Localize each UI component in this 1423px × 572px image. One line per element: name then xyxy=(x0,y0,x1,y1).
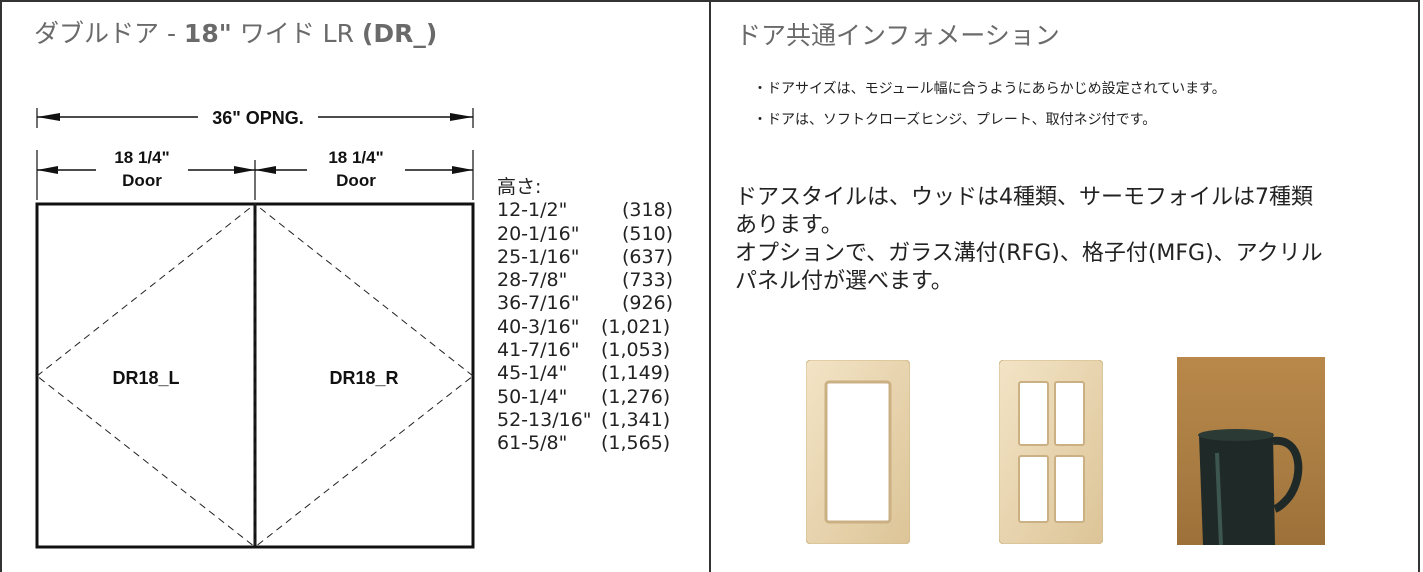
door-l-arrow-a xyxy=(37,166,58,174)
arrow-left xyxy=(37,113,60,121)
height-inch: 12-1/2" xyxy=(497,199,568,222)
height-row: 52-13/16" (1,341) xyxy=(497,408,670,432)
height-inch: 25-1/16" xyxy=(497,245,580,268)
info-bullets: ・ドアサイズは、モジュール幅に合うようにあらかじめ設定されています。 ・ドアは、… xyxy=(753,74,1226,136)
door-r-arrow-a xyxy=(255,166,276,174)
height-row: 40-3/16" (1,021) xyxy=(497,315,670,339)
height-mm: (1,341) xyxy=(601,408,671,431)
height-mm: (733) xyxy=(622,269,674,292)
height-row: 28-7/8" (733) xyxy=(497,269,673,292)
height-inch: 45-1/4" xyxy=(497,362,568,385)
height-inch: 61-5/8" xyxy=(497,432,568,455)
heights-label: 高さ: xyxy=(497,176,542,198)
height-inch: 20-1/16" xyxy=(497,222,580,245)
door-r-arrow-b xyxy=(452,166,473,174)
height-mm: (1,276) xyxy=(601,385,671,408)
height-inch: 28-7/8" xyxy=(497,269,568,292)
heights-list: 高さ: 12-1/2" (318) 20-1/16" (510) 25-1/16" (… xyxy=(497,176,673,456)
height-row: 45-1/4" (1,149) xyxy=(497,362,670,385)
bullet-item: ・ドアは、ソフトクローズヒンジ、プレート、取付ネジ付です。 xyxy=(753,112,1157,128)
opening-label: 36" OPNG. xyxy=(212,108,304,128)
title-size: 18" xyxy=(183,19,232,48)
height-row: 61-5/8" (1,565) xyxy=(497,432,670,455)
door-right-width: 18 1/4" xyxy=(328,148,383,167)
door-right-code: DR18_R xyxy=(329,368,398,388)
height-mm: (926) xyxy=(622,292,674,315)
height-row: 12-1/2" (318) xyxy=(497,199,673,222)
column-divider xyxy=(709,0,711,572)
title-prefix: ダブルドア - xyxy=(34,19,184,48)
acrylic-panel-door-image xyxy=(1177,357,1325,545)
height-inch: 36-7/16" xyxy=(497,292,580,315)
description-line: パネル付が選べます。 xyxy=(735,269,953,294)
door-l-arrow-b xyxy=(234,166,255,174)
left-panel-title: ダブルドア - 18" ワイド LR (DR_) xyxy=(34,14,437,50)
height-mm: (1,149) xyxy=(601,362,671,385)
height-mm: (637) xyxy=(622,245,674,268)
height-mm: (1,565) xyxy=(601,432,671,455)
description-line: オプションで、ガラス溝付(RFG)、格子付(MFG)、アクリル xyxy=(735,241,1323,266)
right-door-swing xyxy=(254,202,474,549)
bullet-item: ・ドアサイズは、モジュール幅に合うようにあらかじめ設定されています。 xyxy=(753,81,1226,97)
height-row: 25-1/16" (637) xyxy=(497,245,673,269)
height-inch: 52-13/16" xyxy=(497,408,592,431)
title-mid: ワイド LR xyxy=(231,19,362,48)
height-mm: (318) xyxy=(622,199,674,222)
description-line: あります。 xyxy=(735,213,843,238)
arrow-right xyxy=(450,113,473,121)
height-row: 50-1/4" (1,276) xyxy=(497,385,670,409)
height-row: 20-1/16" (510) xyxy=(497,222,673,246)
door-left-code: DR18_L xyxy=(112,368,179,388)
door-right-label: Door xyxy=(336,171,376,190)
height-mm: (1,021) xyxy=(601,315,671,338)
height-row: 41-7/16" (1,053) xyxy=(497,339,670,362)
height-inch: 40-3/16" xyxy=(497,315,580,338)
door-diagram: 36" OPNG. 18 1/4" Door 18 1/4" Door DR18… xyxy=(35,108,475,549)
height-mm: (1,053) xyxy=(601,339,671,362)
title-code: (DR_) xyxy=(361,19,438,48)
description-line: ドアスタイルは、ウッドは4種類、サーモフォイルは7種類 xyxy=(735,185,1313,210)
height-mm: (510) xyxy=(622,222,674,245)
door-left-width: 18 1/4" xyxy=(114,148,169,167)
mullion-door-image xyxy=(999,360,1103,544)
right-panel-title: ドア共通インフォメーション xyxy=(736,21,1060,50)
door-left-label: Door xyxy=(122,171,162,190)
glass-groove-door-image xyxy=(806,360,910,544)
height-inch: 41-7/16" xyxy=(497,339,580,362)
height-row: 36-7/16" (926) xyxy=(497,292,673,315)
height-inch: 50-1/4" xyxy=(497,385,568,408)
door-style-description: ドアスタイルは、ウッドは4種類、サーモフォイルは7種類 あります。 オプションで… xyxy=(735,184,1375,296)
